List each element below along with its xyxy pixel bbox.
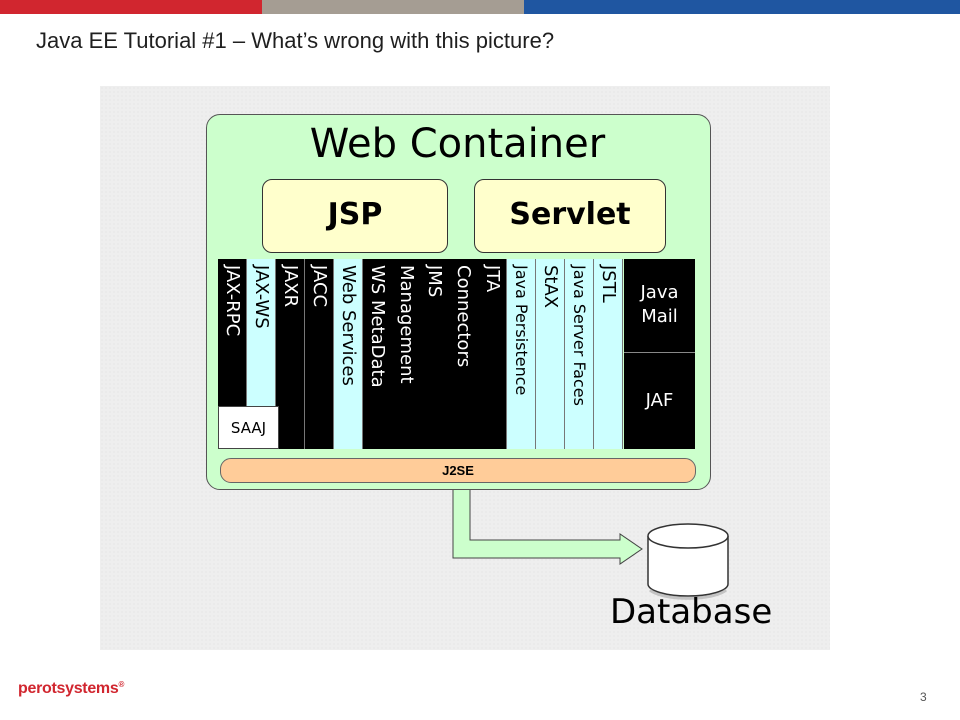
connector-arrow-shape — [452, 485, 643, 565]
top-bar-blue-segment — [524, 0, 960, 14]
page-number: 3 — [920, 690, 927, 704]
api-column-stax: StAX — [535, 259, 566, 449]
slide-title: Java EE Tutorial #1 – What’s wrong with … — [36, 28, 555, 53]
logo-text: perotsystems — [18, 680, 119, 697]
api-column-jta: JTA — [478, 259, 508, 449]
api-column-web-services: Web Services — [333, 259, 363, 449]
api-column-management: Management — [391, 259, 421, 449]
logo-registered-mark: ® — [118, 680, 125, 689]
perotsystems-logo: perotsystems® — [18, 680, 124, 698]
java-mail-label-line1: Java — [640, 282, 679, 303]
api-column-jaxr: JAXR — [275, 259, 306, 449]
api-column-jms: JMS — [420, 259, 450, 449]
api-column-jax-rpc: JAX-RPC — [218, 259, 248, 406]
j2se-label: J2SE — [442, 463, 474, 478]
database-label: Database — [610, 592, 773, 632]
top-bar-red-segment — [0, 0, 262, 14]
saaj-label: SAAJ — [230, 419, 267, 437]
servlet-box: Servlet — [474, 179, 666, 253]
top-color-bar — [0, 0, 960, 14]
saaj-box: SAAJ — [218, 406, 279, 449]
jaf-label: JAF — [645, 390, 674, 411]
web-container-title: Web Container — [309, 121, 606, 167]
java-mail-label-line2: Mail — [641, 306, 678, 327]
api-column-ws-metadata: WS MetaData — [362, 259, 392, 449]
api-column-connectors: Connectors — [449, 259, 479, 449]
java-mail-box: Java Mail — [624, 259, 695, 353]
jaf-box: JAF — [624, 353, 695, 449]
api-column-jacc: JACC — [304, 259, 335, 449]
api-column-java-server-faces: Java Server Faces — [564, 259, 595, 449]
jsp-box: JSP — [262, 179, 448, 253]
api-column-jstl: JSTL — [593, 259, 624, 449]
top-bar-tan-segment — [262, 0, 524, 14]
j2se-bar: J2SE — [220, 458, 696, 483]
api-column-java-persistence: Java Persistence — [507, 259, 537, 449]
